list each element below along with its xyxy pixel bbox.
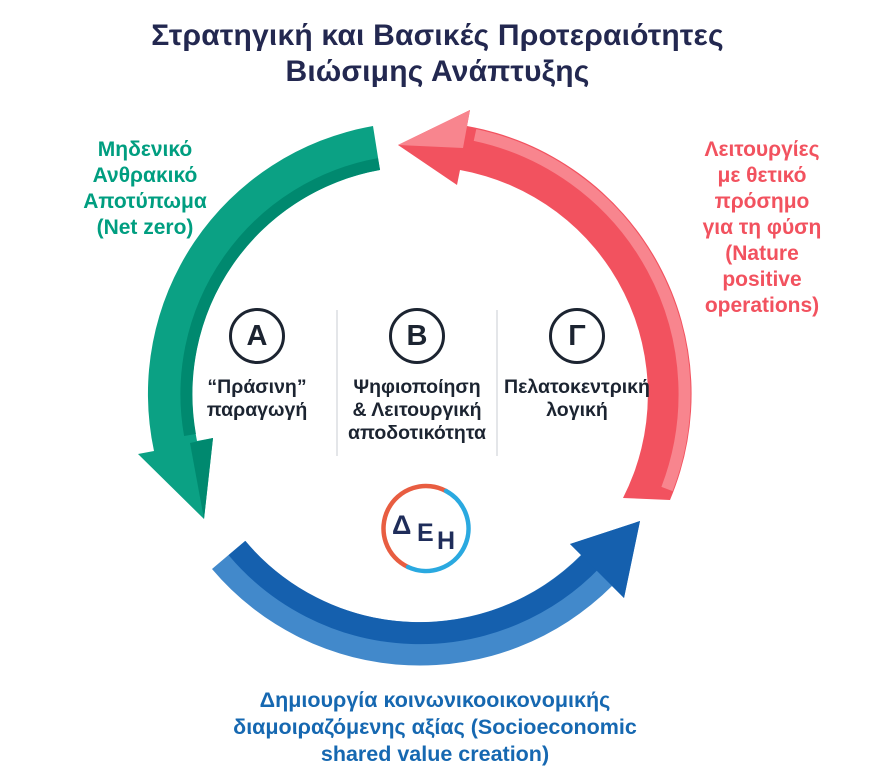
- pillar-c-line: λογική: [546, 399, 608, 421]
- blue-arrowhead: [570, 521, 640, 598]
- pillar-b-line: αποδοτικότητα: [348, 422, 486, 444]
- pillar-b: Β Ψηφιοποίηση & Λειτουργική αποδοτικότητ…: [337, 308, 497, 445]
- pillar-a-line: “Πράσινη”: [207, 376, 307, 398]
- nature-positive-label-line: (Nature: [725, 242, 799, 265]
- pillar-b-line: Ψηφιοποίηση: [353, 376, 481, 398]
- pillar-divider: [496, 310, 498, 456]
- red-arrow: [398, 110, 692, 500]
- green-arrow: [138, 126, 381, 519]
- pillar-c-badge: Γ: [549, 308, 605, 364]
- pillar-a: Α “Πράσινη” παραγωγή: [177, 308, 337, 422]
- nature-positive-label-line: operations): [704, 294, 820, 317]
- green-arrowhead-facet: [190, 438, 213, 519]
- nature-positive-label-line: με θετικό: [717, 164, 807, 187]
- pillar-b-line: & Λειτουργική: [352, 399, 482, 421]
- shared-value-label: Δημιουργία κοινωνικοοικονομικής διαμοιρα…: [135, 687, 735, 768]
- nature-positive-label-line: πρόσημο: [714, 190, 810, 213]
- pillar-a-text: “Πράσινη” παραγωγή: [177, 376, 337, 422]
- page-title-line: Στρατηγική και Βασικές Προτεραιότητες: [151, 19, 724, 52]
- pillar-c-text: Πελατοκεντρική λογική: [497, 376, 657, 422]
- dei-logo-letter: Ε: [417, 519, 434, 547]
- pillar-a-badge: Α: [229, 308, 285, 364]
- pillar-c: Γ Πελατοκεντρική λογική: [497, 308, 657, 422]
- pillars-panel: Α “Πράσινη” παραγωγή Β Ψηφιοποίηση & Λει…: [177, 308, 657, 458]
- dei-logo: Δ Ε Η: [381, 483, 471, 574]
- shared-value-label-line: Δημιουργία κοινωνικοοικονομικής: [259, 688, 611, 712]
- shared-value-label-line: διαμοιραζόμενης αξίας (Socioeconomic: [233, 715, 637, 739]
- shared-value-label-line: shared value creation): [320, 742, 550, 766]
- green-arrow-shade: [180, 158, 381, 437]
- net-zero-label-line: (Net zero): [96, 216, 194, 239]
- pillar-b-badge: Β: [389, 308, 445, 364]
- red-arrowhead-facet: [398, 110, 470, 148]
- page-title: Στρατηγική και Βασικές Προτεραιότητες Βι…: [0, 18, 875, 90]
- blue-arrow: [212, 521, 640, 666]
- pillar-c-line: Πελατοκεντρική: [504, 376, 650, 398]
- pillar-b-text: Ψηφιοποίηση & Λειτουργική αποδοτικότητα: [337, 376, 497, 445]
- nature-positive-label-line: positive: [722, 268, 802, 291]
- net-zero-label-line: Μηδενικό: [97, 138, 193, 161]
- net-zero-label-line: Αποτύπωμα: [83, 190, 207, 213]
- blue-arrow-shade: [228, 540, 600, 645]
- dei-logo-ring-orange: [381, 483, 449, 570]
- nature-positive-label-line: Λειτουργίες: [704, 138, 820, 161]
- pillar-divider: [336, 310, 338, 456]
- dei-logo-letter: Η: [437, 527, 455, 555]
- net-zero-label-line: Ανθρακικό: [92, 164, 198, 187]
- dei-logo-letter: Δ: [392, 510, 411, 540]
- page-title-line: Βιώσιμης Ανάπτυξης: [285, 55, 590, 88]
- nature-positive-label-line: για τη φύση: [702, 216, 822, 239]
- net-zero-label: Μηδενικό Ανθρακικό Αποτύπωμα (Net zero): [30, 137, 260, 241]
- red-arrow-highlight: [473, 129, 691, 492]
- blue-arrow-body: [212, 521, 640, 666]
- dei-logo-ring-blue: [405, 488, 471, 574]
- nature-positive-label: Λειτουργίες με θετικό πρόσημο για τη φύσ…: [652, 137, 872, 319]
- pillar-a-line: παραγωγή: [206, 399, 308, 421]
- red-arrow-body: [398, 110, 692, 500]
